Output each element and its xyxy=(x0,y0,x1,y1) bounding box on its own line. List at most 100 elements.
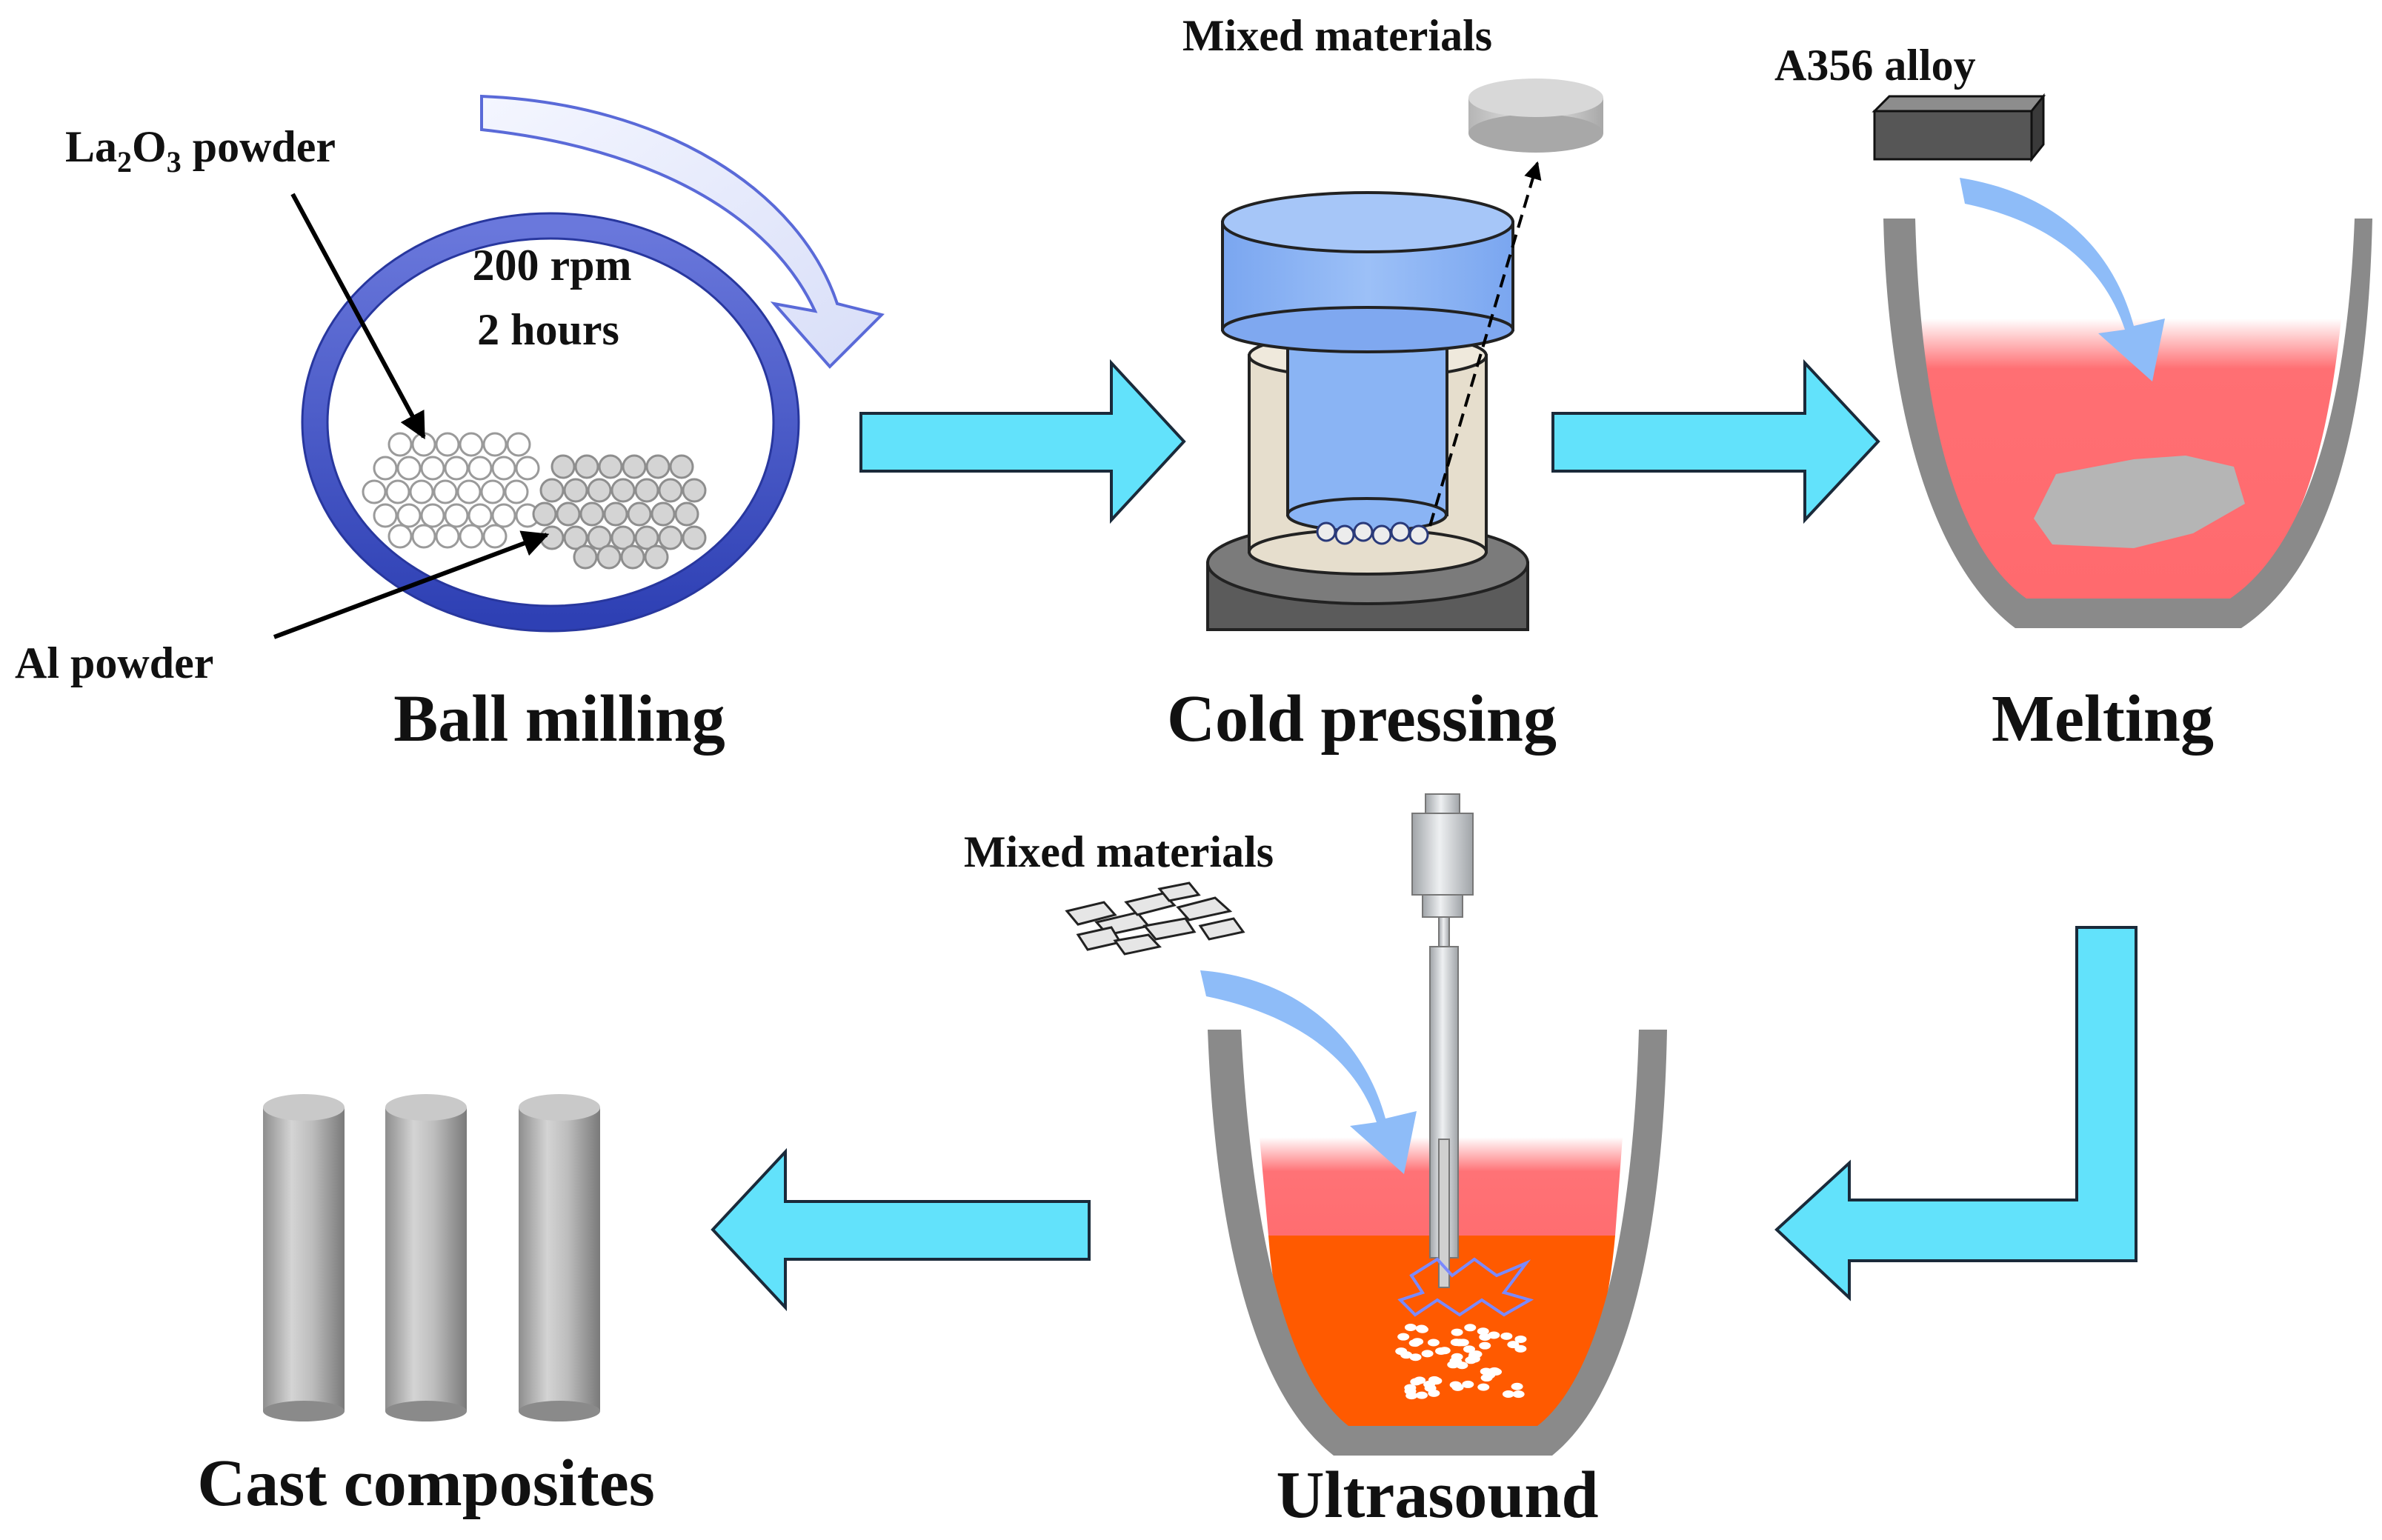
a356-alloy-label: A356 alloy xyxy=(1774,41,1976,90)
dispersed-particle xyxy=(1415,1324,1428,1333)
al-particle xyxy=(622,454,647,479)
dispersed-particle xyxy=(1397,1333,1410,1341)
flakes-pour-arrow xyxy=(1200,970,1417,1174)
compacted-particle xyxy=(1334,524,1355,545)
la2o3-particle xyxy=(409,479,434,504)
al-powder-label: Al powder xyxy=(15,639,213,687)
dispersed-particle xyxy=(1405,1392,1418,1400)
compacted-particle xyxy=(1390,521,1411,542)
flake xyxy=(1157,881,1201,902)
la2o3-particle xyxy=(480,479,505,504)
flake xyxy=(1198,917,1245,941)
al-particle xyxy=(658,525,683,550)
flow-arrow-3 xyxy=(1774,926,2138,1301)
dispersed-particle xyxy=(1502,1390,1514,1398)
compacted-disk xyxy=(1468,79,1603,153)
dispersed-particle xyxy=(1479,1341,1491,1350)
la2o3-particle xyxy=(362,479,387,504)
al-particle xyxy=(682,478,707,503)
flake xyxy=(1076,926,1122,951)
la2o3-particle xyxy=(387,524,413,549)
mixed-materials-bottom-label: Mixed materials xyxy=(964,827,1274,876)
dispersed-particle xyxy=(1421,1350,1434,1358)
cavitation-waves xyxy=(1397,1257,1534,1317)
al-particle xyxy=(532,501,557,527)
al-particle xyxy=(587,525,612,550)
la2o3-particle xyxy=(435,432,460,457)
al-particle xyxy=(550,454,576,479)
la2o3-particle xyxy=(373,503,398,528)
ball-milling-title: Ball milling xyxy=(393,682,725,756)
la2o3-particle xyxy=(491,456,516,481)
milling-jar xyxy=(302,213,799,631)
cast-rod-3 xyxy=(519,1094,600,1421)
dispersed-particle xyxy=(1428,1389,1440,1397)
dispersed-particle xyxy=(1507,1341,1520,1349)
alloy-piece-in-melt xyxy=(2034,456,2245,548)
ball-milling-stage: La2O3 powder Al powder 200 rpm 2 hours B… xyxy=(15,94,885,756)
molten-metal xyxy=(1917,319,2341,599)
al-particle xyxy=(682,525,707,550)
cast-composites-title: Cast composites xyxy=(197,1447,654,1520)
dispersed-particle xyxy=(1463,1345,1475,1353)
dispersed-particle xyxy=(1423,1380,1436,1388)
al-powder-particles xyxy=(532,454,707,570)
la2o3-particle xyxy=(387,432,413,457)
dispersed-particle xyxy=(1511,1382,1523,1390)
al-particle xyxy=(556,501,581,527)
al-particle xyxy=(651,501,676,527)
flow-arrow-4 xyxy=(711,1147,1091,1312)
dispersed-particle xyxy=(1435,1347,1448,1355)
dispersed-particle xyxy=(1395,1347,1408,1356)
la2o3-particle xyxy=(482,432,508,457)
la2o3-particle xyxy=(420,456,445,481)
dispersed-particle xyxy=(1404,1323,1417,1331)
cast-composites-stage: Cast composites xyxy=(197,1094,655,1520)
melting-title: Melting xyxy=(1992,682,2214,756)
la2o3-particle xyxy=(433,479,458,504)
al-particle xyxy=(587,478,612,503)
la2o3-particle xyxy=(459,524,484,549)
duration-label: 2 hours xyxy=(477,305,619,354)
rotation-arrow xyxy=(480,94,885,369)
la2o3-particle xyxy=(385,479,410,504)
ultrasonic-probe xyxy=(1411,793,1474,1288)
dispersed-particle xyxy=(1451,1383,1464,1391)
press-head-top xyxy=(1221,191,1514,253)
flake xyxy=(1124,892,1177,916)
dispersed-particle xyxy=(1483,1371,1496,1379)
la2o3-particle xyxy=(456,479,482,504)
la2o3-particle xyxy=(444,503,469,528)
melting-stage: A356 alloy Melting xyxy=(1774,41,2372,756)
la2o3-particle xyxy=(468,456,493,481)
mixed-materials-flakes xyxy=(1065,881,1245,956)
compacted-particle xyxy=(1316,521,1337,542)
dispersed-particle xyxy=(1464,1324,1477,1332)
la2o3-particle xyxy=(444,456,469,481)
compacted-particle xyxy=(1353,521,1374,542)
dispersed-particle xyxy=(1512,1390,1525,1399)
la2o3-particle xyxy=(468,503,493,528)
la2o3-particle xyxy=(504,479,529,504)
al-particle xyxy=(598,454,623,479)
al-particle xyxy=(674,501,699,527)
dispersed-particle xyxy=(1488,1331,1500,1339)
la2o3-particle xyxy=(396,456,422,481)
cold-pressing-title: Cold pressing xyxy=(1167,682,1557,756)
flake xyxy=(1142,917,1197,941)
dispersed-particle xyxy=(1477,1383,1490,1391)
dispersed-particle xyxy=(1415,1391,1428,1399)
dispersed-particle xyxy=(1454,1339,1466,1347)
la2o3-pointer-arrow xyxy=(290,193,426,440)
la2o3-particle xyxy=(482,524,508,549)
la2o3-particle xyxy=(491,503,516,528)
la2o3-particle xyxy=(435,524,460,549)
al-pointer-arrow xyxy=(273,530,550,639)
la2o3-particle xyxy=(459,432,484,457)
compacted-powder xyxy=(1316,521,1429,545)
dispersed-particles xyxy=(1395,1323,1527,1400)
flake xyxy=(1113,933,1162,956)
al-particle xyxy=(539,478,565,503)
al-particle xyxy=(611,478,636,503)
